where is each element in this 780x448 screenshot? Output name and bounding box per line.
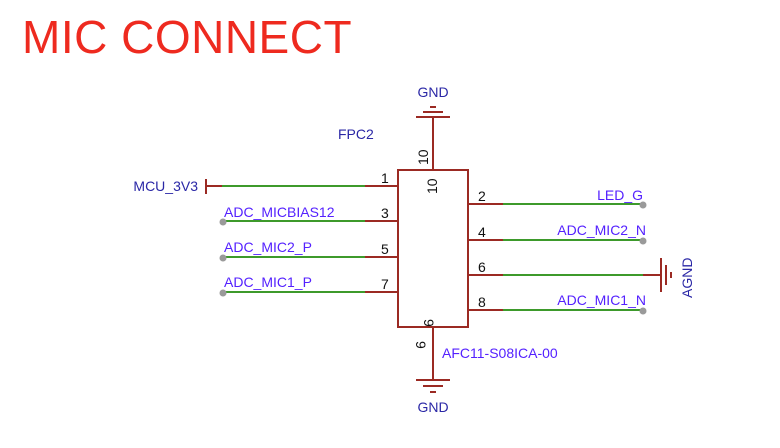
schematic-title: MIC CONNECT bbox=[22, 11, 353, 63]
pin-number-4: 4 bbox=[478, 224, 486, 240]
power-port-mcu-3v3 bbox=[205, 179, 398, 194]
net-endpoint bbox=[219, 218, 227, 226]
gnd-label-bottom: GND bbox=[417, 399, 448, 415]
pin-number-1: 1 bbox=[381, 170, 389, 186]
pin-number-bottom-outer: 9 bbox=[413, 341, 429, 349]
net-endpoint bbox=[639, 307, 647, 315]
net-endpoint bbox=[639, 237, 647, 245]
pin-number-8: 8 bbox=[478, 294, 486, 310]
pin-number-top-outer: 10 bbox=[415, 149, 431, 165]
pin-number-6: 6 bbox=[478, 259, 486, 275]
net-label-mcu-3v3: MCU_3V3 bbox=[133, 178, 198, 194]
net-endpoint bbox=[639, 201, 647, 209]
net-endpoint bbox=[219, 289, 227, 297]
pin-number-3: 3 bbox=[381, 205, 389, 221]
gnd-symbol-bottom bbox=[416, 379, 450, 393]
net-label-adc-mic2-p: ADC_MIC2_P bbox=[224, 239, 312, 255]
gnd-symbol-top bbox=[416, 106, 450, 170]
pin-number-bottom-inner: 9 bbox=[421, 319, 437, 327]
component-ref: FPC2 bbox=[338, 126, 374, 142]
net-label-adc-mic2-n: ADC_MIC2_N bbox=[557, 222, 646, 238]
pin-number-top-inner: 10 bbox=[424, 178, 440, 194]
pin-number-7: 7 bbox=[381, 276, 389, 292]
pin-number-2: 2 bbox=[478, 188, 486, 204]
agnd-label: AGND bbox=[679, 258, 695, 298]
gnd-label-top: GND bbox=[417, 84, 448, 100]
agnd-symbol bbox=[660, 258, 672, 292]
net-label-adc-micbias12: ADC_MICBIAS12 bbox=[224, 204, 335, 220]
net-endpoint bbox=[219, 254, 227, 262]
pin-number-5: 5 bbox=[381, 241, 389, 257]
component-part-number: AFC11-S08ICA-00 bbox=[442, 345, 558, 361]
net-label-adc-mic1-p: ADC_MIC1_P bbox=[224, 274, 312, 290]
net-label-led-g: LED_G bbox=[597, 187, 643, 203]
net-label-adc-mic1-n: ADC_MIC1_N bbox=[557, 292, 646, 308]
